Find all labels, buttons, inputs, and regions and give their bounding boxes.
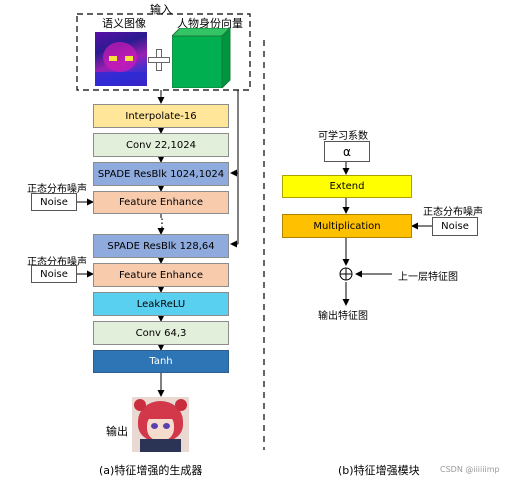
tanh-block: Tanh bbox=[93, 350, 229, 373]
output-feature-map-label: 输出特征图 bbox=[318, 311, 368, 322]
output-anime-image bbox=[132, 397, 189, 452]
feature-enhance-block-2: Feature Enhance bbox=[93, 263, 229, 287]
previous-feature-map-label: 上一层特征图 bbox=[398, 272, 458, 283]
semantic-image bbox=[95, 32, 147, 86]
noise-box-2: Noise bbox=[31, 265, 77, 283]
spade-resblk-1024-block: SPADE ResBlk 1024,1024 bbox=[93, 162, 229, 186]
conv-22-1024-block: Conv 22,1024 bbox=[93, 133, 229, 157]
spade-resblk-128-block: SPADE ResBlk 128,64 bbox=[93, 234, 229, 258]
noise-title-right: 正态分布噪声 bbox=[423, 207, 483, 218]
extend-block: Extend bbox=[282, 175, 412, 198]
feature-enhance-block-1: Feature Enhance bbox=[93, 191, 229, 214]
multiplication-block: Multiplication bbox=[282, 214, 412, 238]
leaky-relu-block: LeakReLU bbox=[93, 292, 229, 316]
input-label: 输入 bbox=[150, 3, 172, 16]
output-label: 输出 bbox=[106, 425, 128, 438]
alpha-box: α bbox=[324, 141, 370, 162]
noise-title-1: 正态分布噪声 bbox=[27, 184, 87, 195]
conv-64-3-block: Conv 64,3 bbox=[93, 321, 229, 345]
noise-title-2: 正态分布噪声 bbox=[27, 257, 87, 268]
identity-vector-label: 人物身份向量 bbox=[177, 17, 243, 30]
input-frame bbox=[76, 13, 251, 91]
noise-box-1: Noise bbox=[31, 193, 77, 211]
learnable-coefficient-label: 可学习系数 bbox=[318, 131, 368, 142]
caption-right: (b)特征增强模块 bbox=[338, 464, 420, 477]
ellipsis-dots: ⋮ bbox=[156, 216, 168, 230]
watermark: CSDN @iiiiiimp bbox=[440, 465, 500, 474]
plus-icon bbox=[148, 49, 170, 71]
noise-box-right: Noise bbox=[432, 217, 478, 236]
caption-left: (a)特征增强的生成器 bbox=[99, 464, 203, 477]
identity-vector-cube bbox=[172, 28, 231, 88]
semantic-image-label: 语义图像 bbox=[102, 17, 146, 30]
interpolate-block: Interpolate-16 bbox=[93, 104, 229, 128]
